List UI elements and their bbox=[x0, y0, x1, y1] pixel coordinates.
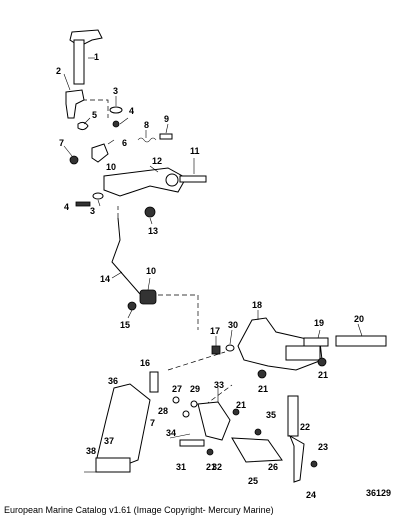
callout-21a: 21 bbox=[318, 370, 328, 380]
callout-11: 11 bbox=[190, 146, 200, 156]
callout-35: 35 bbox=[266, 410, 276, 420]
part-21-washers bbox=[206, 357, 327, 456]
callout-24: 24 bbox=[306, 490, 316, 500]
parts-19-20-rods bbox=[303, 323, 387, 347]
callout-5: 5 bbox=[92, 110, 97, 120]
assembly-guide-lines bbox=[82, 99, 233, 406]
washer-and-screw-upper bbox=[109, 96, 129, 128]
part-5-clip bbox=[77, 117, 91, 131]
callout-29: 29 bbox=[190, 384, 200, 394]
callout-34: 34 bbox=[166, 428, 176, 438]
callout-21d: 21 bbox=[206, 462, 216, 472]
image-caption: European Marine Catalog v1.61 (Image Cop… bbox=[4, 505, 274, 515]
callout-labels: 1 2 3 4 5 6 7 8 9 10 11 12 3 4 13 10 14 … bbox=[56, 52, 364, 500]
parts-17-30-fasteners bbox=[211, 329, 235, 355]
callout-28: 28 bbox=[158, 406, 168, 416]
spring-8-and-pin-9 bbox=[137, 123, 173, 143]
callout-31: 31 bbox=[176, 462, 186, 472]
part-2-bracket bbox=[63, 73, 85, 119]
washer-and-screw-lower bbox=[75, 192, 104, 207]
part-18-main-bracket bbox=[237, 310, 323, 371]
callout-19: 19 bbox=[314, 318, 324, 328]
callout-8: 8 bbox=[144, 120, 149, 130]
callout-21b: 21 bbox=[258, 384, 268, 394]
nut-13 bbox=[144, 206, 156, 225]
reference-number: 36129 bbox=[366, 488, 391, 498]
callout-16: 16 bbox=[140, 358, 150, 368]
callout-6: 6 bbox=[122, 138, 127, 148]
part-36-base-bracket bbox=[84, 371, 159, 473]
callout-32: 32 bbox=[212, 462, 222, 472]
callout-37: 37 bbox=[104, 436, 114, 446]
callout-23: 23 bbox=[318, 442, 328, 452]
callout-17: 17 bbox=[210, 326, 220, 336]
callout-36: 36 bbox=[108, 376, 118, 386]
part-10-lower-clip bbox=[139, 277, 157, 305]
part-6-link bbox=[91, 139, 115, 163]
callout-15: 15 bbox=[120, 320, 130, 330]
part-1-shift-lever bbox=[69, 29, 103, 85]
callout-10b: 10 bbox=[146, 266, 156, 276]
part-12-lever-assembly bbox=[103, 158, 207, 197]
callout-10: 10 bbox=[106, 162, 116, 172]
callout-14: 14 bbox=[100, 274, 110, 284]
parts-31-32-lever bbox=[179, 401, 231, 447]
callout-20: 20 bbox=[354, 314, 364, 324]
callout-13: 13 bbox=[148, 226, 158, 236]
callout-3: 3 bbox=[113, 86, 118, 96]
callout-1: 1 bbox=[94, 52, 99, 62]
callout-9: 9 bbox=[164, 114, 169, 124]
callout-33: 33 bbox=[214, 380, 224, 390]
small-fasteners-27-34 bbox=[169, 388, 219, 439]
callout-3b: 3 bbox=[90, 206, 95, 216]
callout-7: 7 bbox=[59, 138, 64, 148]
callout-30: 30 bbox=[228, 320, 238, 330]
callout-21c: 21 bbox=[236, 400, 246, 410]
callout-25: 25 bbox=[248, 476, 258, 486]
callout-4b: 4 bbox=[64, 202, 69, 212]
callout-18: 18 bbox=[252, 300, 262, 310]
screw-15 bbox=[127, 301, 137, 319]
callout-2: 2 bbox=[56, 66, 61, 76]
callout-7b: 7 bbox=[150, 418, 155, 428]
parts-25-26-plates bbox=[231, 428, 283, 463]
callout-4: 4 bbox=[129, 106, 134, 116]
part-14-shift-rod bbox=[111, 217, 141, 295]
callout-27: 27 bbox=[172, 384, 182, 394]
callout-26: 26 bbox=[268, 462, 278, 472]
callout-22: 22 bbox=[300, 422, 310, 432]
nut-7-upper bbox=[63, 145, 79, 165]
callout-12: 12 bbox=[152, 156, 162, 166]
callout-38: 38 bbox=[86, 446, 96, 456]
parts-22-24-link-rod bbox=[287, 395, 318, 483]
